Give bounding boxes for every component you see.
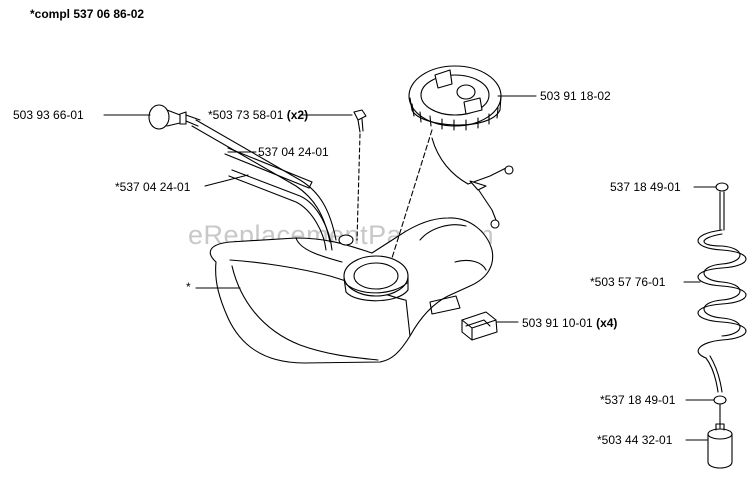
part-label-primer-bulb[interactable]: 503 93 66-01 [13, 108, 84, 122]
quantity: (x4) [596, 316, 618, 330]
part-label-fuel-cap[interactable]: 503 91 18-02 [540, 89, 611, 103]
leader-lines [103, 95, 717, 441]
part-label-tank[interactable]: * [186, 280, 191, 294]
fuel-tank-drawing [209, 217, 494, 364]
rubber-mount-drawing [461, 311, 498, 341]
fuel-cap-drawing [408, 65, 514, 229]
part-label-oring-bottom[interactable]: *537 18 49-01 [600, 393, 676, 407]
primer-hoses-drawing [148, 104, 337, 251]
cap-alignment-line [391, 129, 433, 259]
part-label-hose-b[interactable]: *537 04 24-01 [115, 180, 191, 194]
assembly-title: *compl 537 06 86-02 [30, 7, 145, 21]
quantity: (x2) [286, 108, 309, 122]
part-label-hose-a[interactable]: 537 04 24-01 [258, 145, 329, 159]
part-label-oring-top[interactable]: 537 18 49-01 [610, 180, 681, 194]
part-number: *503 73 58-01 [208, 108, 284, 122]
fuel-line-drawing [697, 182, 747, 469]
part-label-mount[interactable]: 503 91 10-01 (x4) [522, 316, 617, 330]
screw-drawing [338, 109, 367, 246]
part-label-fuel-filter[interactable]: *503 44 32-01 [597, 433, 673, 447]
part-number: 503 91 10-01 [522, 316, 593, 330]
part-label-fuel-hose-coil[interactable]: *503 57 76-01 [590, 275, 666, 289]
part-label-screw[interactable]: *503 73 58-01 (x2) [208, 108, 308, 122]
